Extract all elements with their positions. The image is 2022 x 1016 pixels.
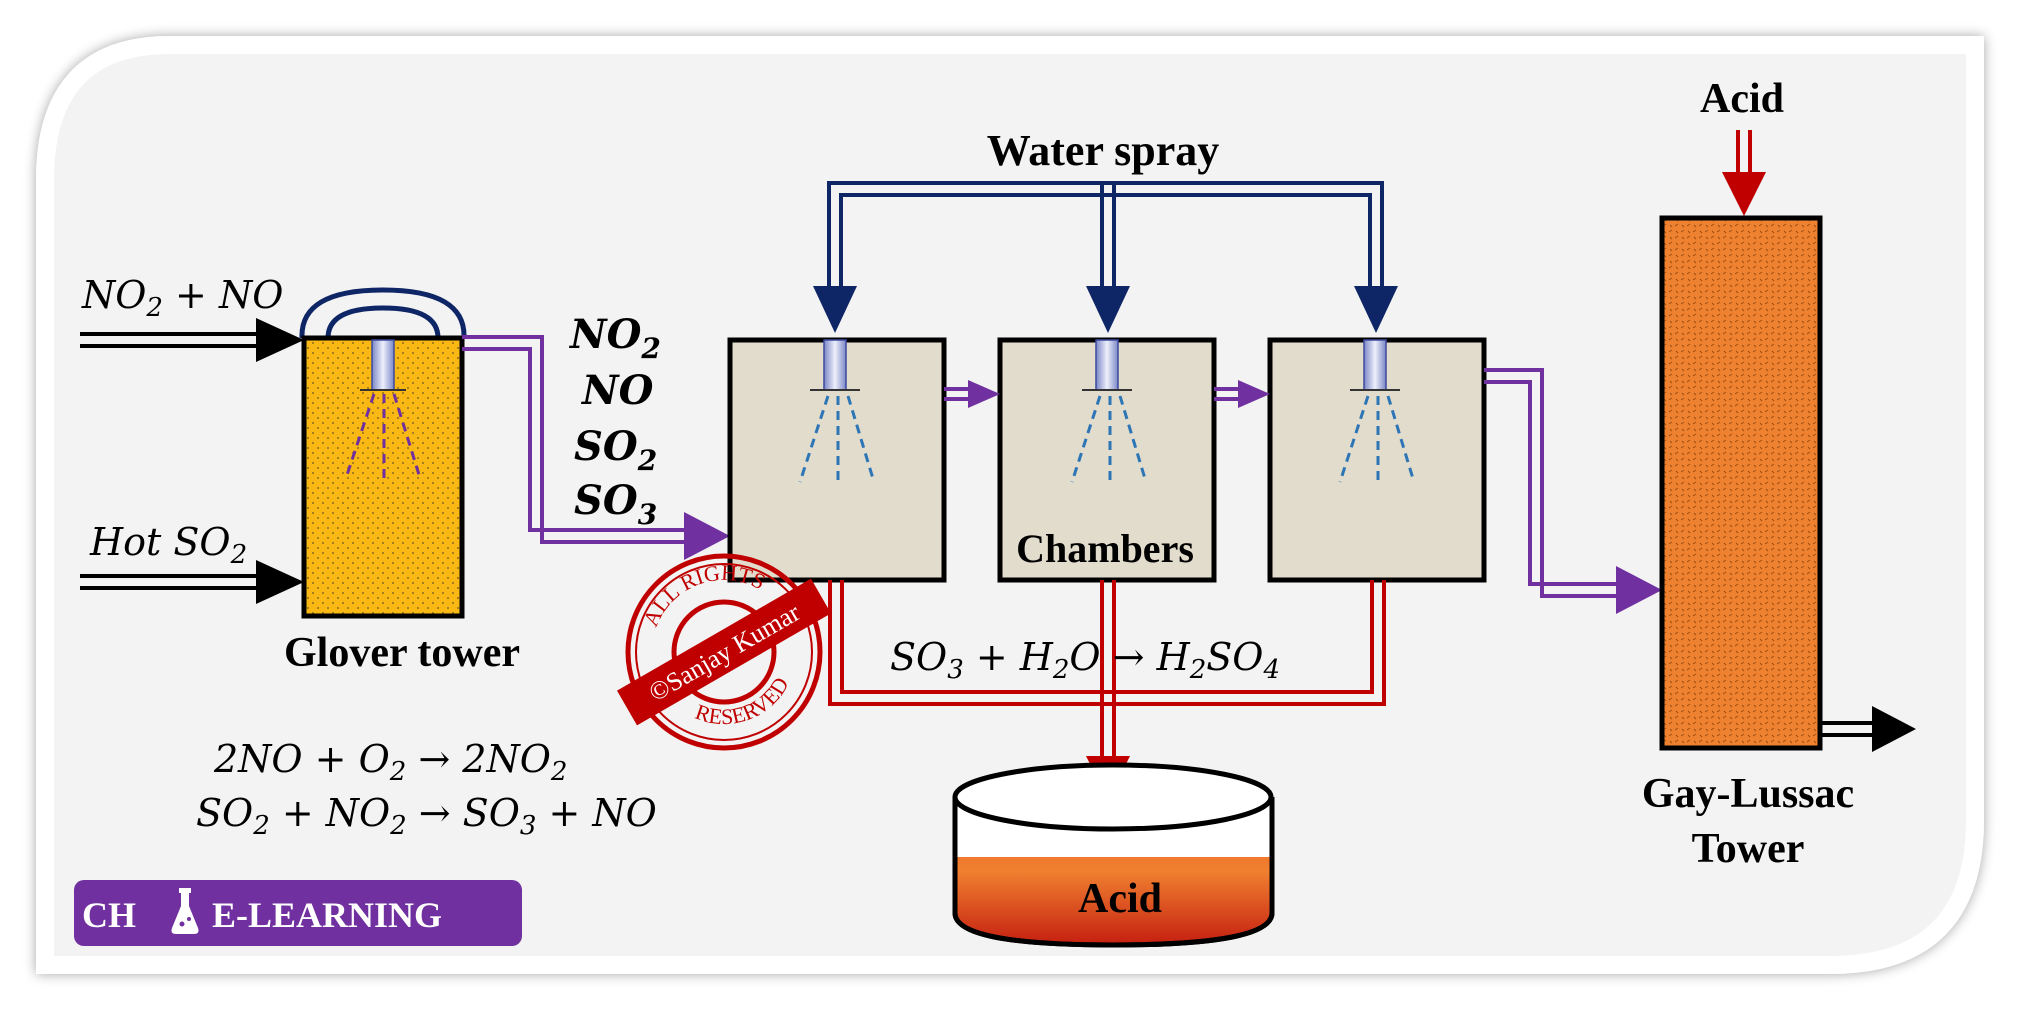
gas-item: NO	[580, 367, 654, 414]
gas-pipe-glover-to-chamber	[462, 335, 730, 560]
acid-tank	[952, 762, 1275, 948]
inlet-arrows	[80, 318, 304, 604]
chamber-reaction-equation: SO3 + H2O → H2SO4	[890, 635, 1280, 685]
chamber-2	[997, 337, 1217, 583]
hot-so2-input-label: Hot SO2	[89, 520, 247, 570]
gas-item: SO3	[574, 477, 657, 531]
flask-icon	[171, 888, 199, 934]
equation-so2-oxidation: SO2 + NO2 → SO3 + NO	[196, 791, 657, 841]
logo-left-text: CH	[82, 895, 136, 935]
gas-item: NO2	[568, 311, 661, 365]
glover-nozzle	[371, 339, 395, 391]
acid-top-label: Acid	[1700, 76, 1784, 122]
water-spray-label: Water spray	[987, 126, 1220, 175]
gas-list: NO2 NO SO2 SO3	[568, 311, 661, 531]
chamber-1-nozzle	[823, 339, 847, 391]
chamber-1	[727, 337, 947, 583]
glover-tower	[299, 287, 467, 619]
glover-dome-outer	[299, 287, 467, 339]
chambers-label: Chambers	[1016, 526, 1194, 571]
gay-lussac-label-line2: Tower	[1692, 826, 1805, 872]
gay-lussac-tower	[1659, 215, 1916, 752]
acid-inlet-arrow	[1722, 130, 1766, 216]
gas-item: SO2	[574, 423, 657, 477]
water-spray-pipes	[827, 181, 1384, 290]
chamber-2-nozzle	[1095, 339, 1119, 391]
logo-right-text: E-LEARNING	[212, 895, 442, 935]
chamber-connectors	[944, 380, 1270, 408]
che-elearning-logo[interactable]: CH E-LEARNING	[74, 880, 522, 946]
water-spray-arrowheads	[813, 286, 1398, 333]
gay-lussac-label-line1: Gay-Lussac	[1642, 771, 1854, 817]
chamber-3-nozzle	[1363, 339, 1387, 391]
equation-no-oxidation: 2NO + O2 → 2NO2	[213, 737, 567, 787]
glover-tower-label: Glover tower	[284, 630, 520, 676]
nox-input-label: NO2 + NO	[81, 273, 283, 323]
acid-collection-pipes	[828, 580, 1386, 760]
gas-pipe-chamber-to-gay-lussac	[1484, 368, 1662, 614]
chamber-3	[1267, 337, 1487, 583]
glover-dome-inner	[325, 305, 441, 339]
acid-tank-label: Acid	[1078, 876, 1162, 922]
